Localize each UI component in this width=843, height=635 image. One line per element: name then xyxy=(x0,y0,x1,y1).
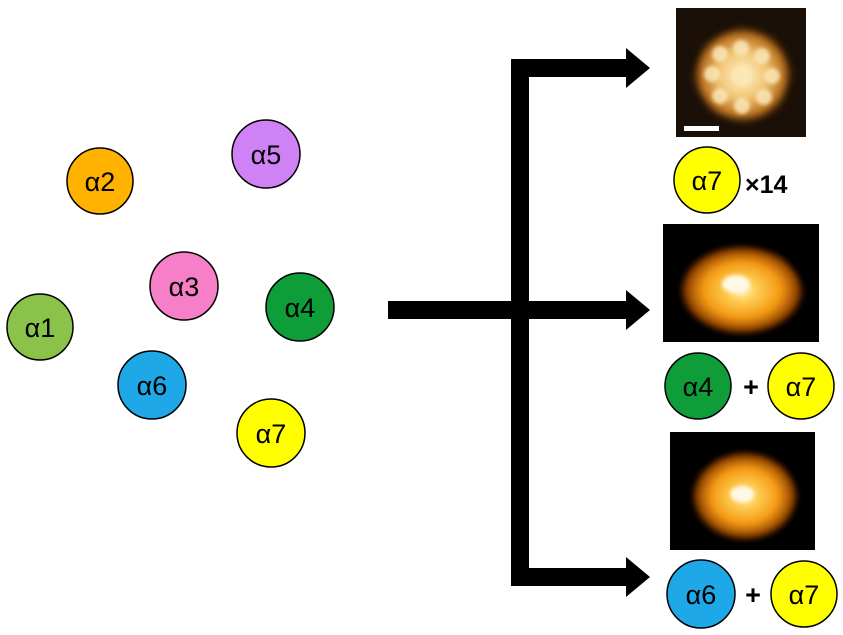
formula-left-label: α6 xyxy=(686,580,717,610)
formula-right-label: α7 xyxy=(789,580,820,610)
subunit-label: α7 xyxy=(256,419,287,449)
formula-left-label: α7 xyxy=(692,166,723,196)
formula-right-label: α7 xyxy=(786,372,817,402)
subunit-label: α6 xyxy=(137,371,168,401)
subunit-a2: α2 xyxy=(66,147,134,215)
afm-image-1 xyxy=(676,8,806,137)
subunit-circle xyxy=(117,350,187,420)
formula-left-label: α4 xyxy=(683,372,714,402)
subunit-a1: α1 xyxy=(6,293,74,361)
subunit-circle xyxy=(236,398,306,468)
product-formula-1: α7 ×14 xyxy=(673,146,788,214)
subunit-a3: α3 xyxy=(149,251,219,321)
arrow-top-shaft xyxy=(511,59,631,77)
subunit-label: α5 xyxy=(251,140,282,170)
subunit-label: α1 xyxy=(25,313,56,343)
arrowhead-top xyxy=(626,48,650,88)
afm-image-3 xyxy=(670,432,815,550)
subunit-circle xyxy=(666,559,736,629)
plus-operator: + xyxy=(745,580,761,610)
arrow-bottom-shaft xyxy=(511,568,631,586)
subunit-circle xyxy=(231,119,301,189)
product-formula-2: α4 + α7 xyxy=(664,352,835,420)
multiplier-label: ×14 xyxy=(745,171,788,199)
subunit-circle xyxy=(770,560,838,628)
subunit-circle xyxy=(664,352,732,420)
branching-arrow xyxy=(388,48,650,597)
subunit-circle xyxy=(265,272,335,342)
subunit-a6: α6 xyxy=(117,350,187,420)
arrowhead-middle xyxy=(626,290,650,330)
subunit-a5: α5 xyxy=(231,119,301,189)
subunit-circle xyxy=(6,293,74,361)
subunit-label: α2 xyxy=(85,167,116,197)
subunit-a7: α7 xyxy=(236,398,306,468)
plus-operator: + xyxy=(743,372,759,402)
scale-bar xyxy=(684,126,719,131)
subunit-circle xyxy=(673,146,741,214)
product-formula-3: α6 + α7 xyxy=(666,559,838,629)
subunit-a4: α4 xyxy=(265,272,335,342)
afm-image-2 xyxy=(663,224,819,342)
arrow-vertical-bar xyxy=(511,59,529,586)
subunit-circle xyxy=(66,147,134,215)
subunit-circle xyxy=(767,352,835,420)
arrow-stem xyxy=(388,301,630,319)
subunit-label: α4 xyxy=(285,293,316,323)
subunit-label: α3 xyxy=(169,272,200,302)
arrowhead-bottom xyxy=(626,557,650,597)
subunit-circle xyxy=(149,251,219,321)
